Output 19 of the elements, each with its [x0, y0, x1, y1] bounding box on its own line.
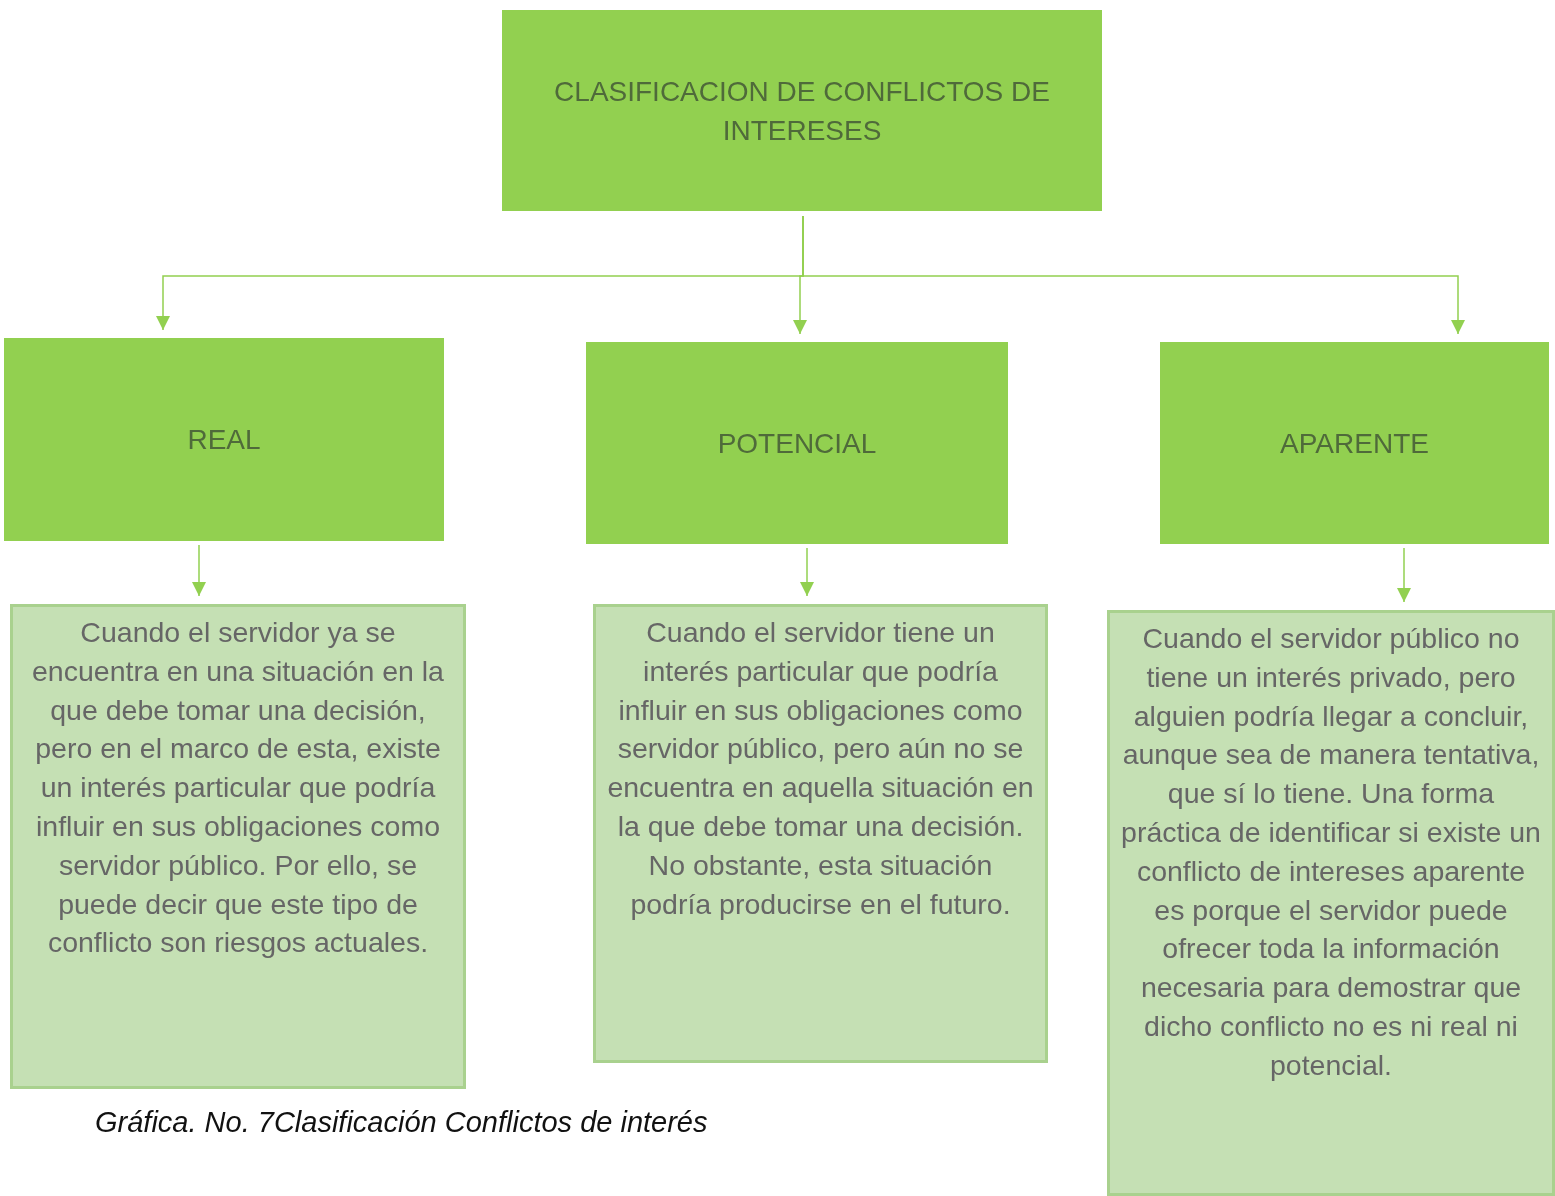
arrow [802, 215, 1465, 335]
arrow [800, 547, 814, 597]
box-title: POTENCIAL [717, 426, 877, 461]
description-box [10, 604, 466, 1089]
box-title: APARENTE [1280, 426, 1429, 461]
description-text: Cuando el servidor ya se encuentra en una situación en la que debe tomar una decisión, pero en el marco de esta, existe un interés particular que podría influir en sus obligaciones como servidor público. Por ello, se puede decir que este tipo de conflicto son riesgos actuales. [31, 615, 445, 961]
box-title: CLASIFICACION DE CONFLICTOS DE INTERESES [553, 74, 1051, 148]
description-text: Cuando el servidor público no tiene un interés privado, pero alguien podría llegar a concluir, aunque sea de manera tentativa, que sí lo tiene. Una forma práctica de identificar si existe un conflicto de intereses aparente es porque el servidor puede ofrecer toda la información necesaria para demostrar que dicho conflicto no es ni real ni potencial. [1120, 621, 1542, 1083]
description-text: Cuando el servidor tiene un interés particular que podría influir en sus obligaciones como servidor público, pero aún no se encuentra en aquella situación en la que debe tomar una decisión. No obstante, esta situación podría producirse en el futuro. [606, 615, 1035, 922]
category-box [586, 342, 1008, 544]
category-box [502, 10, 1102, 211]
category-box [4, 338, 444, 541]
figure-caption: Gráfica. No. 7Clasificación Conflictos de interés [95, 1106, 708, 1139]
description-box [593, 604, 1048, 1063]
arrow [192, 544, 206, 597]
arrow [1397, 547, 1411, 603]
description-box [1107, 610, 1555, 1196]
box-title: REAL [187, 423, 261, 457]
category-box [1160, 342, 1549, 544]
